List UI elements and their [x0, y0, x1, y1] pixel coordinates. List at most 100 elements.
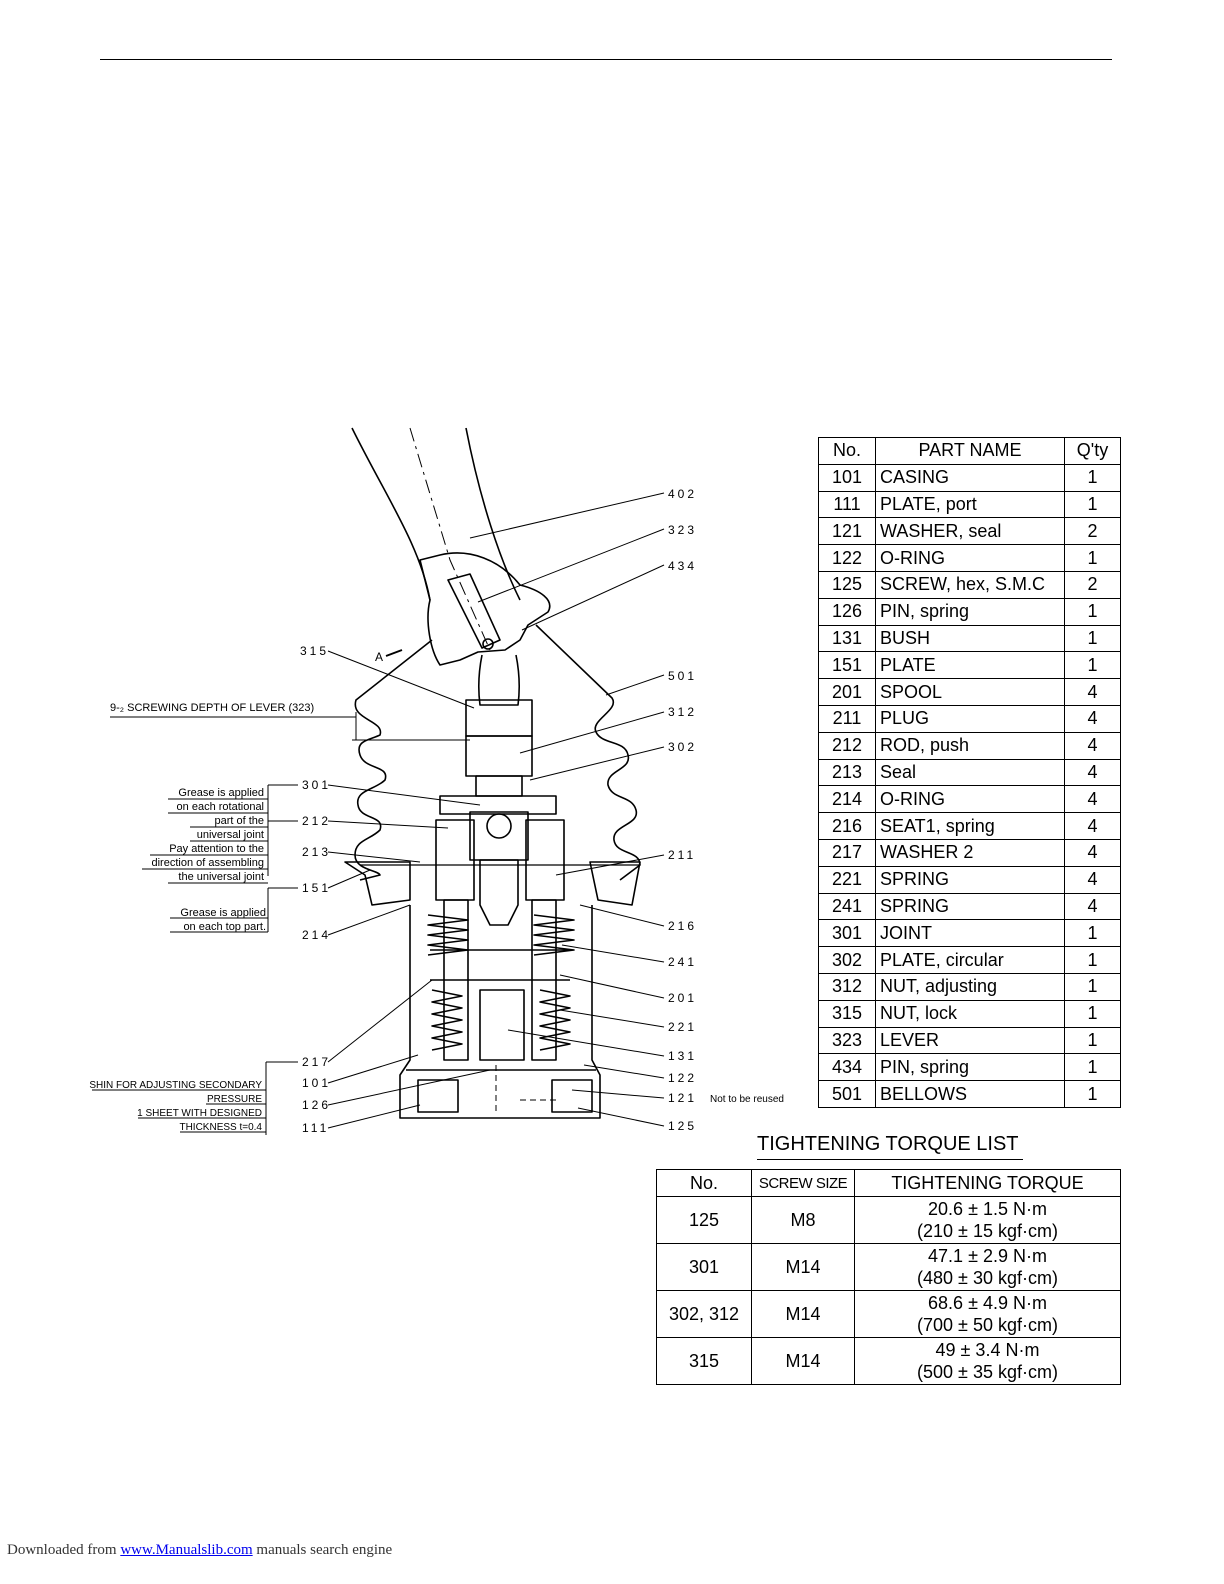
parts-cell-no: 151 [818, 651, 876, 680]
view-marker-a: A [375, 650, 383, 664]
casing-flange-left [344, 861, 411, 906]
parts-cell-qty: 2 [1064, 570, 1121, 599]
torque-value-kgf: (500 ± 35 kgf·cm) [917, 1362, 1058, 1382]
lever-socket [419, 552, 551, 666]
parts-cell-name: SCREW, hex, S.M.C [875, 570, 1065, 599]
torque-list-title: TIGHTENING TORQUE LIST [757, 1133, 1023, 1160]
parts-cell-no: 212 [818, 731, 876, 760]
parts-cell-no: 302 [818, 946, 876, 974]
callout-501: 501 [668, 669, 697, 683]
parts-cell-qty: 1 [1064, 946, 1121, 974]
parts-cell-no: 101 [818, 463, 876, 492]
callout-111: 111 [302, 1121, 329, 1135]
parts-cell-qty: 1 [1064, 597, 1121, 626]
torque-cell-no: 125 [656, 1196, 752, 1244]
callout-302: 302 [668, 740, 697, 754]
parts-cell-qty: 1 [1064, 651, 1121, 680]
parts-cell-qty: 4 [1064, 704, 1121, 733]
parts-cell-no: 131 [818, 624, 876, 653]
remote-control-valve-diagram: 402 323 434 501 312 302 211 216 241 201 … [89, 427, 784, 1135]
parts-cell-qty: 1 [1064, 463, 1121, 492]
callout-101: 101 [302, 1076, 331, 1090]
callout-434: 434 [668, 559, 697, 573]
casing-flange-right [589, 861, 641, 906]
torque-cell-value: 47.1 ± 2.9 N·m(480 ± 30 kgf·cm) [854, 1243, 1121, 1291]
parts-header-no: No. [818, 437, 876, 465]
torque-cell-size: M8 [751, 1196, 855, 1244]
grease-top-note-line-2: on each top part. [183, 921, 266, 933]
parts-cell-name: BELLOWS [875, 1080, 1065, 1108]
callout-323: 323 [668, 523, 697, 537]
lever-centerline [409, 427, 491, 651]
adjusting-nut-312 [465, 735, 533, 777]
parts-cell-qty: 1 [1064, 624, 1121, 653]
torque-cell-no: 302, 312 [656, 1290, 752, 1338]
port-left [417, 1079, 459, 1113]
shim-note-line-1: SHIN FOR ADJUSTING SECONDARY [89, 1080, 262, 1091]
parts-cell-no: 126 [818, 597, 876, 626]
casing-inner-bore [430, 949, 570, 981]
callout-301: 301 [302, 778, 331, 792]
parts-cell-name: SEAT1, spring [875, 812, 1065, 840]
spring-241-left [427, 914, 469, 956]
parts-cell-qty: 1 [1064, 490, 1121, 519]
pin-434 [482, 638, 494, 650]
footer-prefix: Downloaded from [7, 1542, 121, 1558]
shim-note-line-4: THICKNESS t=0.4 [179, 1122, 262, 1133]
parts-cell-no: 501 [818, 1080, 876, 1108]
parts-cell-name: Seal [875, 758, 1065, 787]
parts-cell-no: 111 [818, 490, 876, 519]
parts-cell-name: WASHER, seal [875, 517, 1065, 546]
parts-cell-qty: 4 [1064, 758, 1121, 787]
hidden-passage [495, 1065, 560, 1112]
parts-cell-qty: 4 [1064, 838, 1121, 867]
footer: Downloaded from www.Manualslib.com manua… [7, 1542, 392, 1559]
parts-cell-name: PLUG [875, 704, 1065, 733]
view-arrow [385, 649, 403, 657]
parts-cell-qty: 4 [1064, 678, 1121, 706]
spool-201-right [531, 899, 557, 1061]
callout-214: 214 [302, 928, 331, 942]
torque-header-torque: TIGHTENING TORQUE [854, 1169, 1121, 1197]
torque-cell-no: 301 [656, 1243, 752, 1291]
torque-value-nm: 47.1 ± 2.9 N·m [928, 1246, 1047, 1266]
lever-outline-right [465, 427, 521, 601]
torque-value-kgf: (700 ± 50 kgf·cm) [917, 1315, 1058, 1335]
parts-cell-name: CASING [875, 463, 1065, 492]
parts-cell-no: 201 [818, 678, 876, 706]
parts-cell-no: 323 [818, 1026, 876, 1055]
stem [477, 654, 521, 706]
torque-value-nm: 20.6 ± 1.5 N·m [928, 1199, 1047, 1219]
parts-cell-qty: 1 [1064, 999, 1121, 1028]
plug-211-left [435, 819, 475, 901]
grease-note-line-4: universal joint [197, 829, 264, 841]
footer-link[interactable]: www.Manualslib.com [120, 1542, 253, 1558]
torque-cell-value: 20.6 ± 1.5 N·m(210 ± 15 kgf·cm) [854, 1196, 1121, 1244]
torque-value-nm: 49 ± 3.4 N·m [935, 1340, 1040, 1360]
callout-315: 315 [300, 644, 329, 658]
parts-cell-name: O-RING [875, 544, 1065, 572]
parts-cell-name: O-RING [875, 785, 1065, 814]
joint-pin [486, 813, 512, 839]
callout-221: 221 [668, 1020, 697, 1034]
callout-402: 402 [668, 487, 697, 501]
parts-cell-no: 211 [818, 704, 876, 733]
